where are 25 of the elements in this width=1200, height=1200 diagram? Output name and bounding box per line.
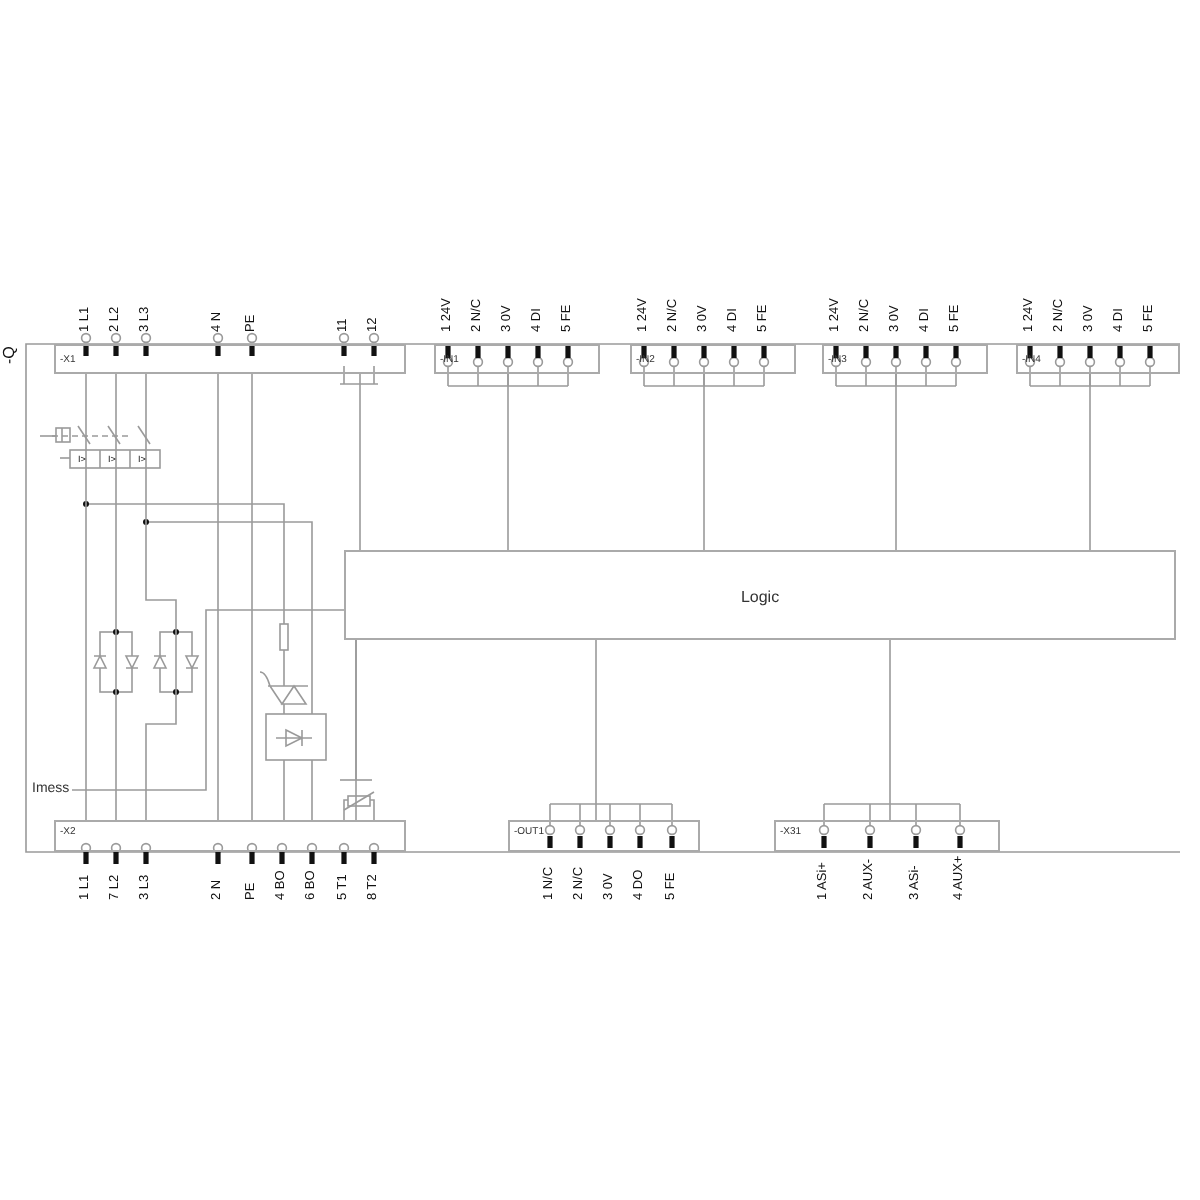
connection-line xyxy=(251,373,253,821)
terminal-strip xyxy=(1016,344,1180,374)
connection-line xyxy=(595,639,597,821)
connection-line xyxy=(1089,373,1091,551)
terminal-strip xyxy=(54,820,406,852)
terminal-strip xyxy=(434,344,600,374)
connection-line xyxy=(71,609,345,791)
connection-line xyxy=(703,373,705,551)
terminal-strip xyxy=(774,820,1000,852)
connection-line xyxy=(889,639,891,821)
connection-line xyxy=(355,639,357,821)
logic-block xyxy=(344,550,1176,640)
terminal-strip xyxy=(54,344,406,374)
connection-line xyxy=(145,373,177,821)
device-label: -Q xyxy=(2,346,18,364)
terminal-strip xyxy=(822,344,988,374)
connection-line xyxy=(115,373,117,821)
terminal-strip xyxy=(508,820,700,852)
connection-line xyxy=(507,373,509,551)
terminal-strip xyxy=(630,344,796,374)
connection-line xyxy=(217,373,219,821)
connection-line xyxy=(85,373,87,821)
block-title: Logic xyxy=(738,589,782,603)
connection-line xyxy=(895,373,897,551)
connection-line xyxy=(359,373,361,551)
